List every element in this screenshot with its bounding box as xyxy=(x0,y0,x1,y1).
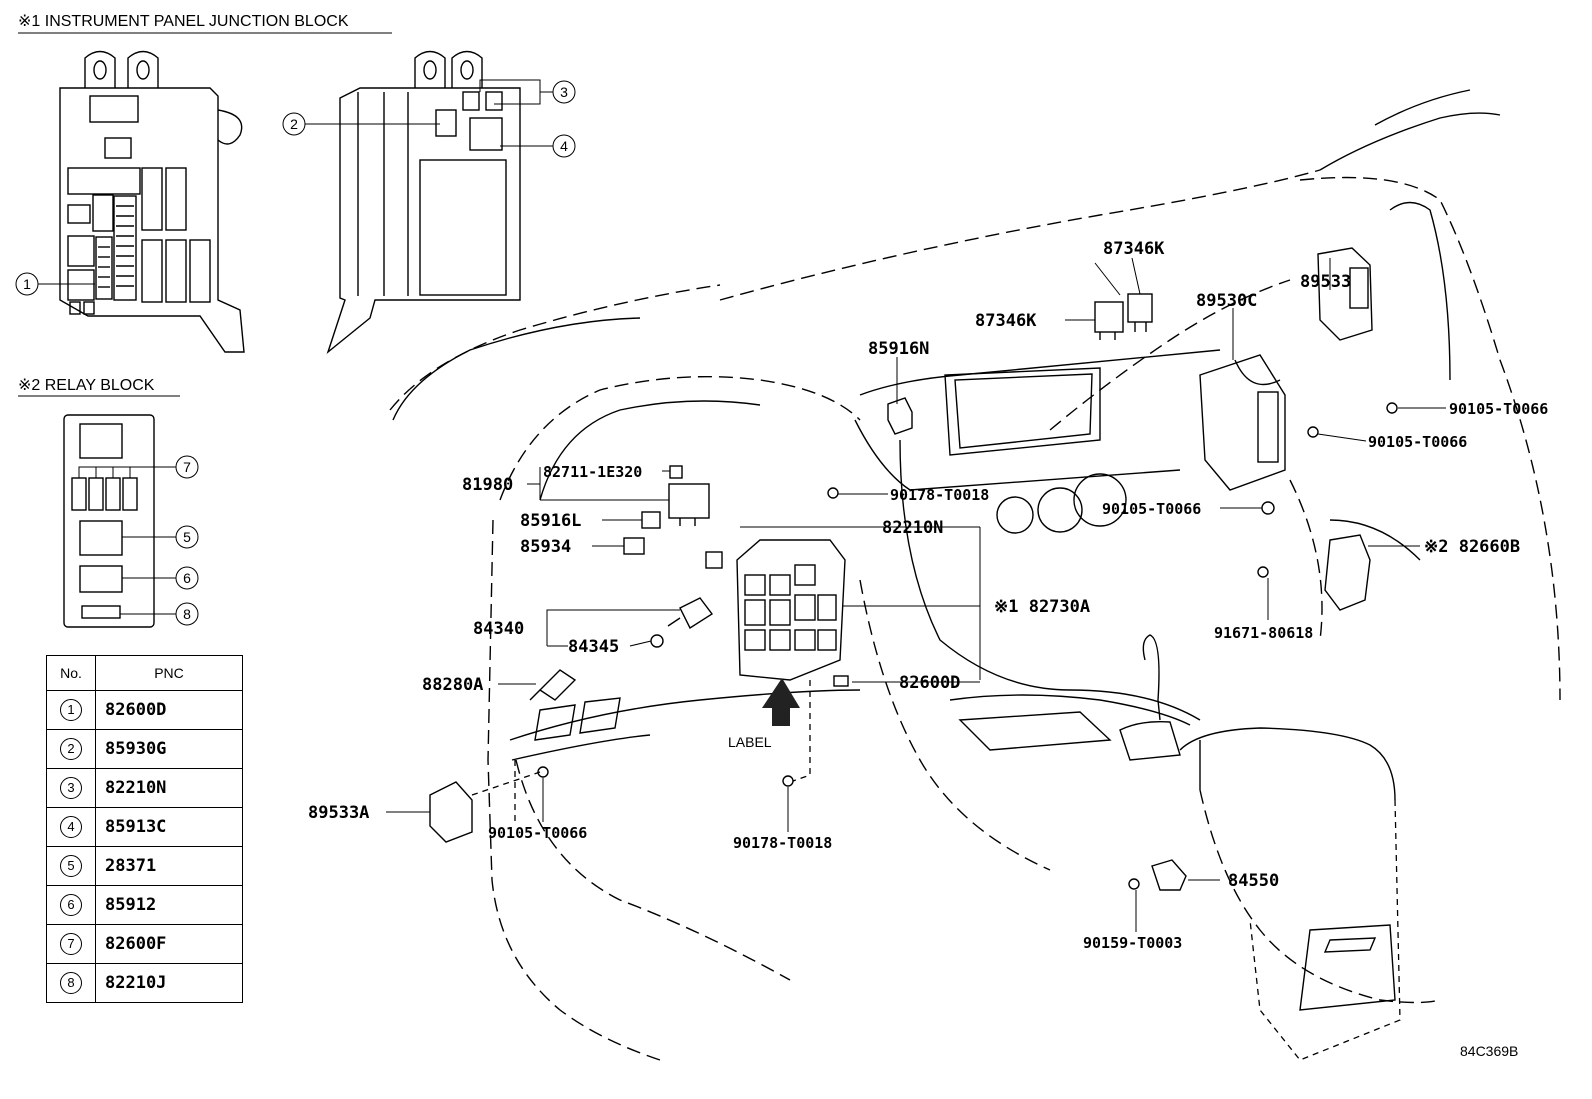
component-84550-switch xyxy=(1151,859,1187,891)
row-number: 7 xyxy=(60,933,82,955)
part-90178-t0018-b: 90178-T0018 xyxy=(733,834,832,852)
component-82730a-junction-block xyxy=(705,539,846,681)
junction-block-side-view xyxy=(326,50,521,355)
callout-3: 3 xyxy=(560,84,568,100)
relay-block-title: ※2 RELAY BLOCK xyxy=(18,377,155,394)
callout-7: 7 xyxy=(183,459,191,475)
part-91671-80618: 91671-80618 xyxy=(1214,624,1313,642)
row-pnc: 28371 xyxy=(95,846,243,886)
part-90105-t0066-c: 90105-T0066 xyxy=(1102,500,1201,518)
component-82660b-relay-block xyxy=(1324,534,1371,611)
part-89533: 89533 xyxy=(1300,272,1351,292)
row-number: 1 xyxy=(60,699,82,721)
table-row: 4 85913C xyxy=(46,807,243,847)
header-no: No. xyxy=(46,655,96,691)
row-pnc: 85912 xyxy=(95,885,243,925)
part-90105-t0066-r2: 90105-T0066 xyxy=(1368,433,1467,451)
table-header-row: No. PNC xyxy=(46,655,243,691)
part-85934: 85934 xyxy=(520,537,571,557)
callout-5: 5 xyxy=(183,529,191,545)
part-90105-t0066-b: 90105-T0066 xyxy=(488,824,587,842)
table-row: 5 28371 xyxy=(46,846,243,886)
component-89530c-ecu xyxy=(1199,354,1286,491)
part-89533a: 89533A xyxy=(308,803,369,823)
junction-callouts: 1 2 3 4 xyxy=(15,79,576,296)
part-90178-t0018-a: 90178-T0018 xyxy=(890,486,989,504)
label-caption: LABEL xyxy=(728,734,772,750)
part-89530c: 89530C xyxy=(1196,291,1257,311)
table-row: 3 82210N xyxy=(46,768,243,808)
pnc-table: No. PNC 1 82600D 2 85930G 3 82210N 4 859… xyxy=(46,655,243,1003)
table-row: 6 85912 xyxy=(46,885,243,925)
part-82660b: ※2 82660B xyxy=(1424,537,1520,557)
part-87346k-top: 87346K xyxy=(1103,239,1165,259)
row-number: 6 xyxy=(60,894,82,916)
part-82600d: 82600D xyxy=(899,673,960,693)
callout-8: 8 xyxy=(183,606,191,622)
part-84340: 84340 xyxy=(473,619,524,639)
relay-block-view: 7 5 6 8 xyxy=(63,414,199,628)
part-82210n: 82210N xyxy=(882,518,943,538)
component-81980-relay xyxy=(668,465,710,526)
part-82711-1e320: 82711-1E320 xyxy=(543,463,642,481)
part-84550: 84550 xyxy=(1228,871,1279,891)
part-90159-t0003: 90159-T0003 xyxy=(1083,934,1182,952)
label-arrow xyxy=(762,678,800,726)
component-82600d-connector xyxy=(833,675,849,687)
component-87346k-relays xyxy=(1094,293,1153,340)
junction-block-front-view xyxy=(59,50,245,353)
component-89533a-sensor xyxy=(429,781,473,843)
diagram-code: 84C369B xyxy=(1460,1043,1518,1059)
part-87346k: 87346K xyxy=(975,311,1037,331)
part-85916n: 85916N xyxy=(868,339,929,359)
callout-1: 1 xyxy=(23,276,31,292)
row-number: 3 xyxy=(60,777,82,799)
leader-lines xyxy=(386,257,1446,932)
dashboard-outline xyxy=(389,89,1561,1061)
component-85916n-relay xyxy=(887,397,913,435)
part-85916l: 85916L xyxy=(520,511,581,531)
row-number: 4 xyxy=(60,816,82,838)
fasteners xyxy=(537,402,1398,890)
row-pnc: 82210N xyxy=(95,768,243,808)
callout-2: 2 xyxy=(290,116,298,132)
row-number: 2 xyxy=(60,738,82,760)
table-row: 7 82600F xyxy=(46,924,243,964)
table-row: 8 82210J xyxy=(46,963,243,1003)
part-82730a: ※1 82730A xyxy=(994,597,1090,617)
component-85916l-relay xyxy=(641,511,661,529)
row-pnc: 85930G xyxy=(95,729,243,769)
table-row: 2 85930G xyxy=(46,729,243,769)
row-pnc: 82600F xyxy=(95,924,243,964)
table-row: 1 82600D xyxy=(46,690,243,730)
part-90105-t0066-r1: 90105-T0066 xyxy=(1449,400,1548,418)
row-pnc: 85913C xyxy=(95,807,243,847)
component-84340-switch xyxy=(650,597,714,648)
header-pnc: PNC xyxy=(95,655,243,691)
fuse-array xyxy=(95,195,137,301)
part-88280a: 88280A xyxy=(422,675,483,695)
row-number: 5 xyxy=(60,855,82,877)
component-89533-sensor xyxy=(1317,247,1373,341)
row-number: 8 xyxy=(60,972,82,994)
part-81980: 81980 xyxy=(462,475,513,495)
row-pnc: 82600D xyxy=(95,690,243,730)
row-pnc: 82210J xyxy=(95,963,243,1003)
part-84345: 84345 xyxy=(568,637,619,657)
callout-4: 4 xyxy=(560,138,568,154)
component-85934-relay xyxy=(623,537,645,555)
component-88280a-sensor xyxy=(529,669,577,701)
callout-6: 6 xyxy=(183,570,191,586)
junction-block-title: ※1 INSTRUMENT PANEL JUNCTION BLOCK xyxy=(18,13,349,30)
